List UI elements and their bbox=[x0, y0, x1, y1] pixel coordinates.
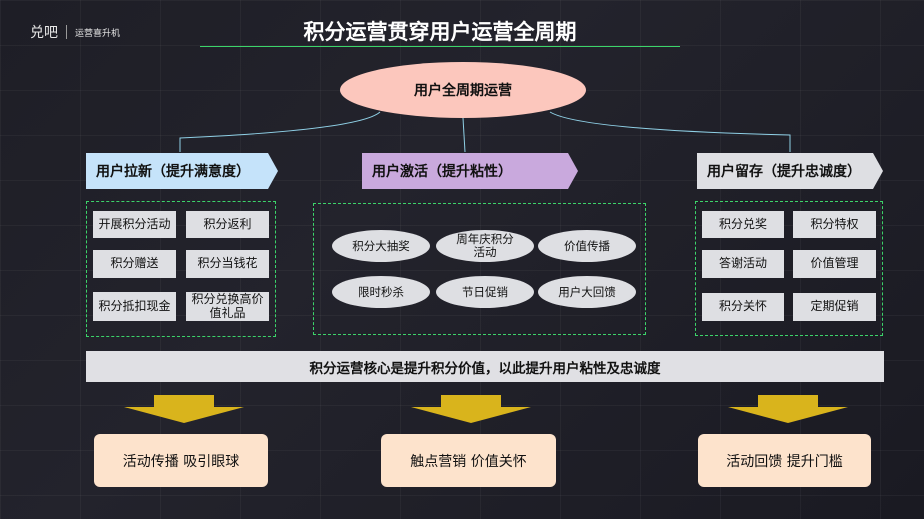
item: 积分兑奖 bbox=[702, 211, 784, 238]
down-arrow-icon bbox=[411, 395, 531, 423]
item: 用户大回馈 bbox=[538, 276, 636, 308]
item: 积分当钱花 bbox=[186, 250, 269, 278]
item: 积分特权 bbox=[793, 211, 876, 238]
logo: 兑吧 运营喜升机 bbox=[30, 22, 120, 42]
item: 价值传播 bbox=[538, 230, 636, 262]
header-activation: 用户激活（提升粘性） bbox=[362, 153, 578, 189]
item: 开展积分活动 bbox=[93, 211, 176, 238]
acquisition-box: 开展积分活动 积分返利 积分赠送 积分当钱花 积分抵扣现金 积分兑换高价值礼品 bbox=[86, 201, 276, 337]
item: 积分兑换高价值礼品 bbox=[186, 292, 269, 321]
retention-box: 积分兑奖 积分特权 答谢活动 价值管理 积分关怀 定期促销 bbox=[695, 201, 883, 336]
item: 限时秒杀 bbox=[332, 276, 430, 308]
activation-box: 积分大抽奖 周年庆积分活动 价值传播 限时秒杀 节日促销 用户大回馈 bbox=[313, 203, 646, 335]
down-arrow-icon bbox=[124, 395, 244, 423]
item: 节日促销 bbox=[436, 276, 534, 308]
item: 答谢活动 bbox=[702, 250, 784, 278]
core-statement-bar: 积分运营核心是提升积分价值，以此提升用户粘性及忠诚度 bbox=[86, 351, 884, 382]
item: 积分抵扣现金 bbox=[93, 292, 176, 321]
item: 价值管理 bbox=[793, 250, 876, 278]
item: 积分返利 bbox=[186, 211, 269, 238]
title-underline bbox=[200, 46, 680, 47]
item: 积分关怀 bbox=[702, 293, 784, 321]
down-arrow-icon bbox=[728, 395, 848, 423]
header-acquisition: 用户拉新（提升满意度） bbox=[86, 153, 278, 189]
item: 周年庆积分活动 bbox=[436, 230, 534, 262]
header-retention: 用户留存（提升忠诚度） bbox=[697, 153, 883, 189]
item: 定期促销 bbox=[793, 293, 876, 321]
center-ellipse: 用户全周期运营 bbox=[340, 62, 586, 118]
outcome-box: 活动回馈 提升门槛 bbox=[698, 434, 871, 487]
outcome-box: 活动传播 吸引眼球 bbox=[94, 434, 268, 487]
item: 积分大抽奖 bbox=[332, 230, 430, 262]
logo-divider bbox=[66, 25, 67, 39]
outcome-box: 触点营销 价值关怀 bbox=[381, 434, 556, 487]
logo-brand: 兑吧 bbox=[30, 25, 58, 41]
logo-sub: 运营喜升机 bbox=[75, 28, 121, 39]
page-title: 积分运营贯穿用户运营全周期 bbox=[303, 20, 577, 44]
item: 积分赠送 bbox=[93, 250, 176, 278]
